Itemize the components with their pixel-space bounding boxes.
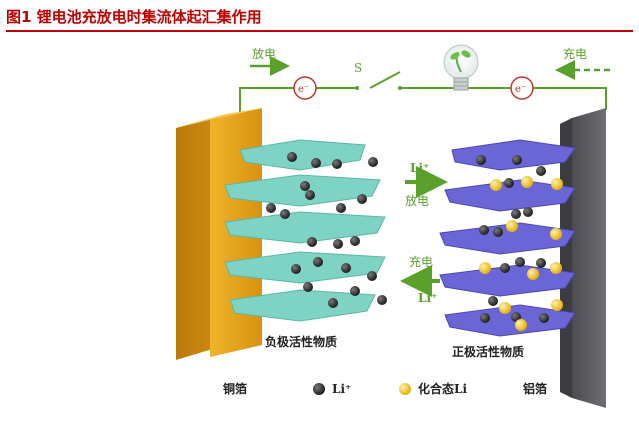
li-top-label: Li⁺ (410, 161, 429, 175)
cathode-material-label: 正极活性物质 (452, 344, 524, 359)
legend-li-ion-swatch (313, 383, 325, 395)
top-discharge-label: 放电 (252, 46, 276, 61)
electron-right: e⁻ (510, 76, 534, 100)
electron-left: e⁻ (293, 76, 317, 100)
legend-compound-li: 化合态Li (418, 381, 467, 396)
electron-right-label: e⁻ (515, 84, 526, 95)
middle-discharge-label: 放电 (405, 193, 429, 208)
li-bottom-label: Li⁺ (418, 291, 437, 305)
anode-material-label: 负极活性物质 (265, 334, 337, 349)
legend-li-ion: Li⁺ (332, 382, 351, 396)
legend-aluminum-foil: 铝箔 (523, 381, 547, 396)
legend-compound-li-swatch (399, 383, 411, 395)
figure-title: 图1 锂电池充放电时集流体起汇集作用 (6, 8, 262, 26)
legend-copper-foil: 铜箔 (223, 381, 247, 396)
switch-contacts (355, 86, 402, 90)
light-bulb-icon (443, 44, 479, 91)
electron-left-label: e⁻ (298, 84, 309, 95)
cathode-compound-li (479, 176, 563, 331)
cathode-li-ions (476, 155, 549, 323)
cathode-layers (439, 139, 576, 337)
anode-li-ions (266, 152, 387, 308)
switch-label: S (354, 61, 362, 75)
title-divider (6, 30, 633, 32)
middle-charge-label: 充电 (409, 254, 433, 269)
top-charge-label: 充电 (563, 46, 587, 61)
